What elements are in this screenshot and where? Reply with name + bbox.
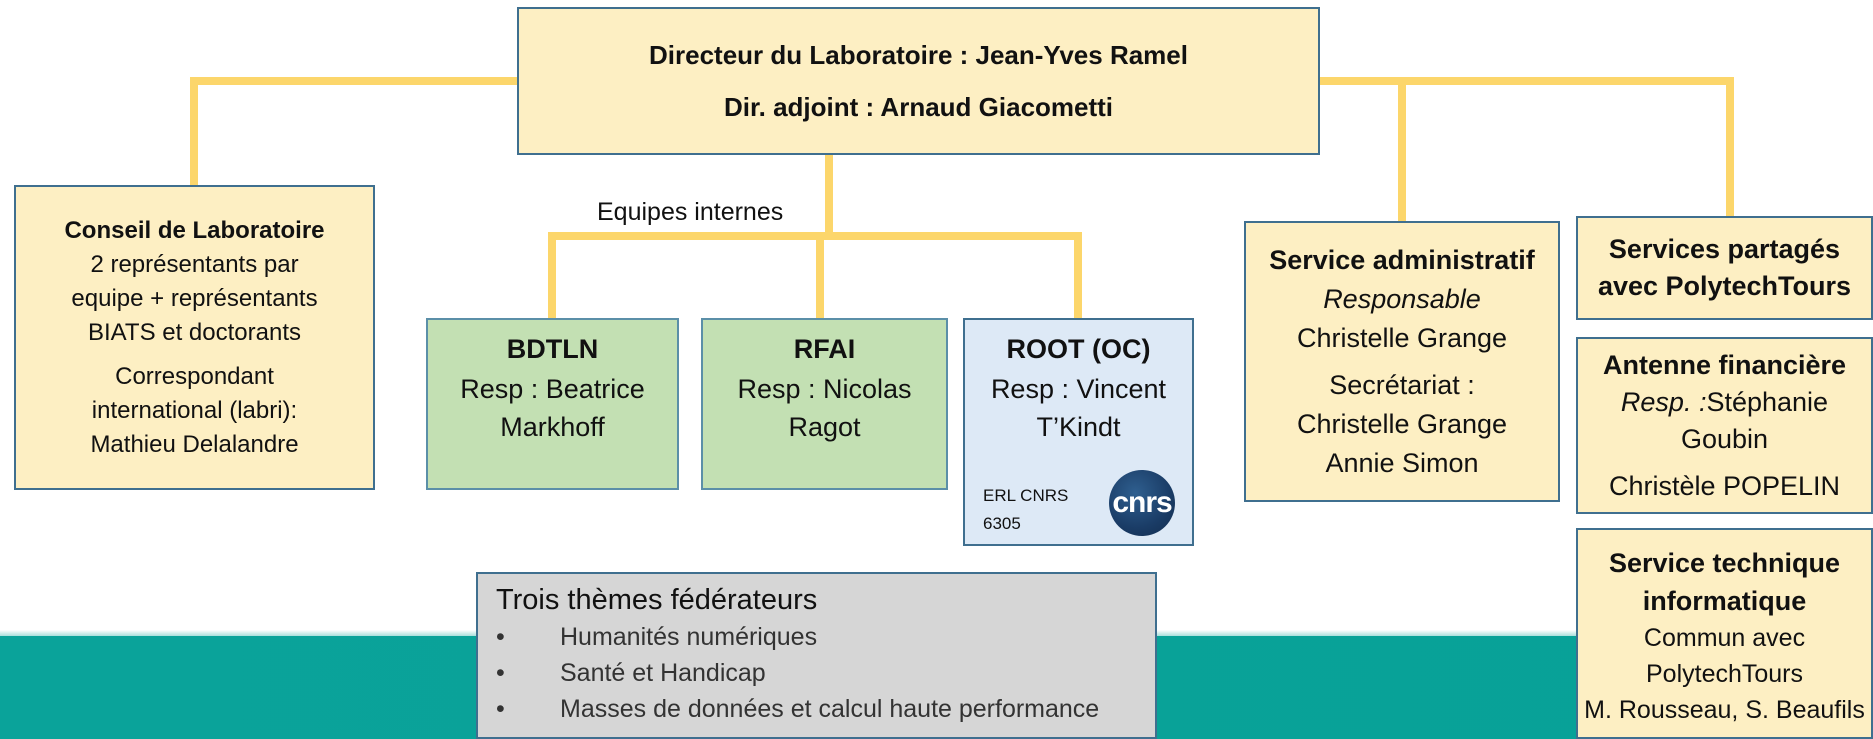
shared-services-line: Services partagés bbox=[1608, 234, 1841, 264]
conseil-box: Conseil de Laboratoire 2 représentants p… bbox=[14, 185, 375, 490]
team-root-box: ROOT (OC) Resp : Vincent T’Kindt ERL CNR… bbox=[963, 318, 1194, 546]
theme-text: Humanités numériques bbox=[560, 623, 818, 651]
admin-service-box: Service administratif Responsable Christ… bbox=[1244, 221, 1560, 502]
theme-item: • Santé et Handicap bbox=[496, 655, 1099, 691]
antenna-extra: Christèle POPELIN bbox=[1608, 470, 1841, 501]
admin-member: Annie Simon bbox=[1325, 447, 1479, 478]
it-line: PolytechTours bbox=[1645, 660, 1804, 688]
themes-title: Trois thèmes fédérateurs bbox=[496, 584, 818, 616]
team-resp-line: Ragot bbox=[788, 412, 861, 442]
shared-services-line: avec PolytechTours bbox=[1597, 271, 1852, 301]
cnrs-logo-icon: cnrs bbox=[1109, 470, 1175, 536]
themes-list: • Humanités numériques • Santé et Handicap… bbox=[496, 619, 1099, 727]
antenna-resp-line: Resp. :Stéphanie bbox=[1621, 384, 1828, 421]
admin-resp: Christelle Grange bbox=[1296, 322, 1508, 353]
team-resp-line: Resp : Nicolas bbox=[737, 374, 912, 404]
team-name: BDTLN bbox=[506, 334, 599, 364]
financial-antenna-box: Antenne financière Resp. :Stéphanie Goub… bbox=[1576, 337, 1873, 514]
team-resp-line: Resp : Beatrice bbox=[460, 374, 645, 404]
shared-services-box: Services partagés avec PolytechTours bbox=[1576, 216, 1873, 320]
bullet: • bbox=[496, 623, 505, 651]
conseil-line: equipe + représentants bbox=[71, 284, 318, 312]
erl-line: ERL CNRS bbox=[983, 486, 1069, 505]
theme-text: Masses de données et calcul haute perfor… bbox=[560, 695, 1100, 723]
connector-right-bar bbox=[1316, 77, 1734, 220]
admin-title: Service administratif bbox=[1269, 244, 1535, 275]
theme-item: • Humanités numériques bbox=[496, 619, 1099, 655]
team-resp-line: Markhoff bbox=[500, 412, 605, 442]
team-name: ROOT (OC) bbox=[1006, 334, 1151, 364]
bullet: • bbox=[496, 695, 505, 723]
conseil-line: 2 représentants par bbox=[90, 250, 299, 278]
it-title-line: informatique bbox=[1642, 586, 1807, 616]
conseil-title: Conseil de Laboratoire bbox=[64, 216, 325, 244]
erl-line: 6305 bbox=[983, 514, 1021, 533]
team-name: RFAI bbox=[793, 334, 856, 364]
admin-secretariat: Secrétariat : bbox=[1329, 369, 1475, 400]
correspondant-line: Correspondant bbox=[115, 362, 274, 390]
director-line: Directeur du Laboratoire : Jean-Yves Ram… bbox=[649, 40, 1188, 70]
themes-box: Trois thèmes fédérateurs • Humanités numé… bbox=[476, 572, 1157, 739]
antenna-resp-name: Stéphanie bbox=[1706, 386, 1829, 417]
erl-cnrs-label: ERL CNRS 6305 bbox=[983, 482, 1068, 538]
connector-teams-bar bbox=[548, 232, 1082, 322]
antenna-resp-label: Resp. : bbox=[1620, 386, 1707, 417]
director-box: Directeur du Laboratoire : Jean-Yves Ram… bbox=[517, 7, 1320, 155]
admin-role: Responsable bbox=[1323, 283, 1481, 314]
team-resp-line: Resp : Vincent bbox=[990, 374, 1167, 404]
antenna-title: Antenne financière bbox=[1602, 349, 1847, 380]
deputy-director-line: Dir. adjoint : Arnaud Giacometti bbox=[723, 92, 1114, 122]
connector-conseil bbox=[190, 77, 521, 189]
team-bdtln-box: BDTLN Resp : Beatrice Markhoff bbox=[426, 318, 679, 490]
bullet: • bbox=[496, 659, 505, 687]
correspondant-line: international (labri): bbox=[91, 396, 298, 424]
theme-item: • Masses de données et calcul haute perfo… bbox=[496, 691, 1099, 727]
team-rfai-box: RFAI Resp : Nicolas Ragot bbox=[701, 318, 948, 490]
team-resp-line: T’Kindt bbox=[1036, 412, 1121, 442]
it-service-box: Service technique informatique Commun av… bbox=[1576, 528, 1873, 739]
it-line: M. Rousseau, S. Beaufils bbox=[1584, 696, 1865, 724]
admin-member: Christelle Grange bbox=[1296, 408, 1508, 439]
conseil-line: BIATS et doctorants bbox=[88, 318, 301, 346]
antenna-resp-name2: Goubin bbox=[1680, 423, 1769, 454]
it-line: Commun avec bbox=[1643, 624, 1806, 652]
it-title-line: Service technique bbox=[1608, 548, 1841, 578]
equipes-internes-label: Equipes internes bbox=[597, 198, 784, 226]
correspondant-line: Mathieu Delalandre bbox=[90, 430, 299, 458]
theme-text: Santé et Handicap bbox=[560, 659, 766, 687]
